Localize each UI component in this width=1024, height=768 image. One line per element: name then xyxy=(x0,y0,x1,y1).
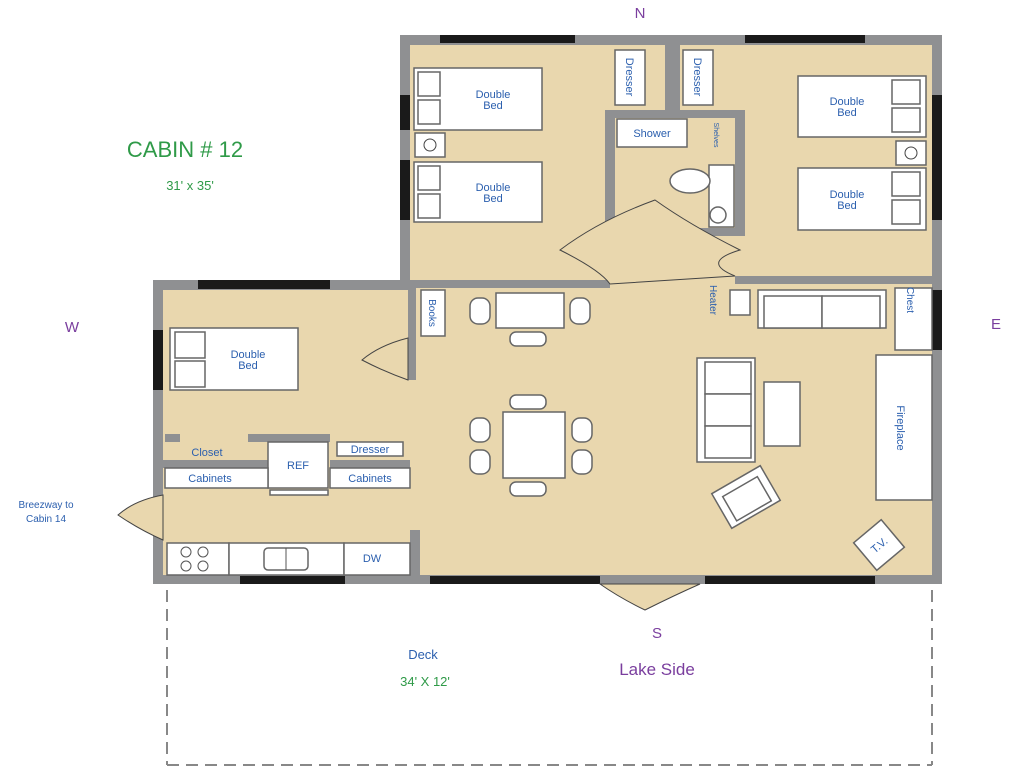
dishwasher: DW xyxy=(343,542,411,576)
double-bed-ne-1: Double Bed xyxy=(797,75,927,138)
closet-label: Closet xyxy=(191,447,222,459)
svg-text:Dresser: Dresser xyxy=(691,58,703,97)
dining-table-small xyxy=(469,292,591,347)
svg-text:Fireplace: Fireplace xyxy=(894,405,906,450)
interior-walls xyxy=(163,45,932,575)
armchair xyxy=(710,464,782,530)
svg-text:Bed: Bed xyxy=(483,100,503,112)
svg-text:Bed: Bed xyxy=(483,193,503,205)
svg-text:Shower: Shower xyxy=(633,128,671,140)
lake-side-label: Lake Side xyxy=(619,660,695,679)
toilet xyxy=(669,164,735,228)
compass-west: W xyxy=(65,319,80,336)
cabin-dimensions: 31' x 35' xyxy=(166,178,214,193)
svg-text:REF: REF xyxy=(287,460,309,472)
stove xyxy=(166,542,230,576)
svg-text:Cabinets: Cabinets xyxy=(188,473,232,485)
cabin-title: CABIN # 12 xyxy=(127,137,243,162)
tv: T.V. xyxy=(852,518,906,572)
svg-text:DW: DW xyxy=(363,553,382,565)
books-shelf: Books xyxy=(420,289,446,337)
svg-text:Double: Double xyxy=(231,349,266,361)
double-bed-ne-2: Double Bed xyxy=(797,167,927,231)
heater-label: Heater xyxy=(707,285,718,316)
svg-text:Cabinets: Cabinets xyxy=(348,473,392,485)
dining-table-large xyxy=(469,394,593,497)
dresser-left: Dresser xyxy=(614,49,646,106)
svg-text:Double: Double xyxy=(476,182,511,194)
double-bed-nw-1: Double Bed xyxy=(413,67,543,131)
dresser-right: Dresser xyxy=(682,49,714,106)
svg-text:Bed: Bed xyxy=(238,360,258,372)
compass-north: N xyxy=(635,5,646,22)
deck-label: Deck xyxy=(408,647,438,662)
dresser-west: Dresser xyxy=(336,441,404,457)
fireplace: Fireplace xyxy=(875,354,933,501)
doors xyxy=(117,199,742,611)
windows xyxy=(153,35,942,584)
nightstand-ne xyxy=(895,140,927,166)
heater xyxy=(729,289,751,316)
sink xyxy=(228,542,345,576)
svg-text:Books: Books xyxy=(426,299,437,327)
sofa-north xyxy=(757,289,887,329)
svg-text:Double: Double xyxy=(476,89,511,101)
shelves-label: Shelves xyxy=(712,123,719,148)
refrigerator: REF xyxy=(267,441,329,496)
double-bed-west: Double Bed xyxy=(169,327,299,391)
cabinets-left: Cabinets xyxy=(164,467,269,489)
svg-text:Bed: Bed xyxy=(837,200,857,212)
chest: Chest xyxy=(894,287,933,351)
svg-text:Chest: Chest xyxy=(904,287,915,313)
double-bed-nw-2: Double Bed xyxy=(413,161,543,223)
cabinets-right: Cabinets xyxy=(329,467,411,489)
svg-text:Dresser: Dresser xyxy=(623,58,635,97)
coffee-table xyxy=(763,381,801,447)
svg-text:Double: Double xyxy=(830,189,865,201)
compass-east: E xyxy=(991,316,1001,333)
deck-dimensions: 34' X 12' xyxy=(400,674,450,689)
svg-text:Double: Double xyxy=(830,96,865,108)
svg-text:Bed: Bed xyxy=(837,107,857,119)
svg-text:Dresser: Dresser xyxy=(351,444,390,456)
compass-south: S xyxy=(652,625,662,642)
nightstand-nw xyxy=(414,132,446,158)
deck-outline xyxy=(166,590,933,766)
sofa-living xyxy=(696,357,756,463)
shower: Shower xyxy=(616,118,688,148)
